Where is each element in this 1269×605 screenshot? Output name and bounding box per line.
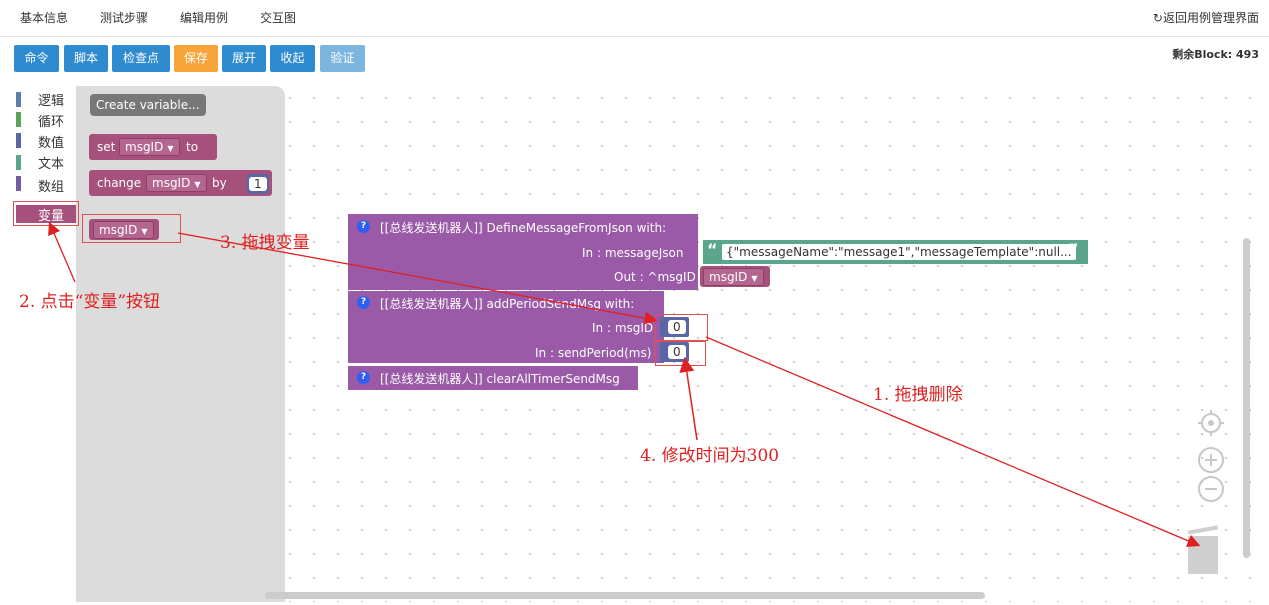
text-color-bar	[16, 155, 21, 170]
create-variable-button[interactable]: Create variable...	[90, 94, 206, 116]
category-logic[interactable]: 逻辑	[38, 94, 65, 109]
send-period-value[interactable]: 0	[668, 345, 686, 359]
dropdown-arrow-icon: ▼	[167, 144, 174, 153]
help-icon[interactable]: ?	[357, 371, 370, 384]
validate-button[interactable]: 验证	[320, 45, 365, 72]
vertical-scrollbar[interactable]	[1243, 238, 1250, 558]
annotation-step1: 1. 拖拽删除	[873, 385, 963, 405]
by-number-block[interactable]: 1	[247, 174, 269, 194]
horizontal-scrollbar[interactable]	[265, 592, 985, 599]
dropdown-arrow-icon: ▼	[141, 227, 148, 236]
by-value[interactable]: 1	[249, 177, 267, 191]
annotation-step4: 4. 修改时间为300	[640, 446, 780, 466]
to-label: to	[186, 140, 199, 154]
change-label: change	[97, 176, 142, 190]
logic-color-bar	[16, 92, 21, 107]
collapse-button[interactable]: 收起	[270, 45, 315, 72]
set-var-dropdown[interactable]: msgID▼	[119, 138, 180, 156]
clear-all-timer-block[interactable]	[348, 366, 638, 390]
back-icon: ↻	[1152, 11, 1163, 25]
tab-interaction-diagram[interactable]: 交互图	[260, 11, 297, 25]
command-button[interactable]: 命令	[14, 45, 59, 72]
expand-button[interactable]: 展开	[222, 45, 266, 72]
category-variable[interactable]: 变量	[38, 209, 65, 224]
json-value-field[interactable]: {"messageName":"message1","messageTempla…	[722, 244, 1076, 260]
zoom-out-icon[interactable]	[1197, 475, 1225, 503]
tab-test-steps[interactable]: 测试步骤	[100, 11, 149, 25]
msgid-number-block[interactable]: 0	[660, 317, 689, 337]
category-text[interactable]: 文本	[38, 157, 65, 172]
category-loop[interactable]: 循环	[38, 115, 65, 130]
define-in-label: In : messageJson	[582, 246, 684, 260]
msgid-number-highlight-box	[655, 314, 708, 341]
dropdown-arrow-icon: ▼	[194, 180, 201, 189]
category-variable-selected[interactable]	[16, 205, 76, 223]
recenter-icon[interactable]	[1196, 408, 1226, 438]
back-to-case-management-link[interactable]: ↻返回用例管理界面	[1152, 11, 1259, 25]
save-button[interactable]: 保存	[174, 45, 218, 72]
set-label: set	[97, 140, 116, 154]
change-var-dropdown[interactable]: msgID▼	[146, 174, 207, 192]
define-out-label: Out : ^msgID	[614, 270, 696, 284]
in-send-period-label: In : sendPeriod(ms)	[535, 346, 652, 360]
send-period-number-block[interactable]: 0	[660, 342, 689, 362]
math-color-bar	[16, 133, 21, 148]
remaining-blocks-counter: 剩余Block: 493	[1172, 48, 1259, 61]
list-color-bar	[16, 176, 21, 191]
annotation-step3: 3. 拖拽变量	[220, 233, 310, 253]
category-toolbox	[14, 86, 76, 602]
checkpoint-button[interactable]: 检查点	[112, 45, 170, 72]
in-msgid-label: In : msgID	[592, 321, 654, 335]
getter-var-dropdown[interactable]: msgID▼	[93, 221, 154, 239]
dropdown-arrow-icon: ▼	[751, 274, 758, 283]
out-var-dropdown[interactable]: msgID▼	[703, 268, 764, 286]
msgid-value[interactable]: 0	[668, 320, 686, 334]
variable-highlight-box	[13, 201, 79, 226]
define-message-block[interactable]	[348, 214, 698, 290]
clear-all-timer-title: [[总线发送机器人]] clearAllTimerSendMsg	[380, 372, 620, 386]
add-period-title: [[总线发送机器人]] addPeriodSendMsg with:	[380, 297, 635, 311]
annotation-step2: 2. 点击“变量”按钮	[19, 292, 161, 312]
quote-close-icon: ”	[1068, 240, 1079, 259]
top-tab-bar	[0, 0, 1269, 37]
tab-basic-info[interactable]: 基本信息	[20, 11, 69, 25]
tab-edit-case[interactable]: 编辑用例	[180, 11, 229, 25]
by-label: by	[212, 176, 227, 190]
help-icon[interactable]: ?	[357, 296, 370, 309]
help-icon[interactable]: ?	[357, 220, 370, 233]
define-message-title: [[总线发送机器人]] DefineMessageFromJson with:	[380, 221, 667, 235]
category-list[interactable]: 数组	[38, 180, 65, 195]
category-math[interactable]: 数值	[38, 136, 65, 151]
add-period-send-msg-block[interactable]	[348, 291, 664, 363]
script-button[interactable]: 脚本	[64, 45, 108, 72]
zoom-in-icon[interactable]	[1197, 446, 1225, 474]
loop-color-bar	[16, 112, 21, 127]
quote-open-icon: “	[707, 240, 718, 259]
variable-getter-highlight-box	[82, 214, 181, 243]
